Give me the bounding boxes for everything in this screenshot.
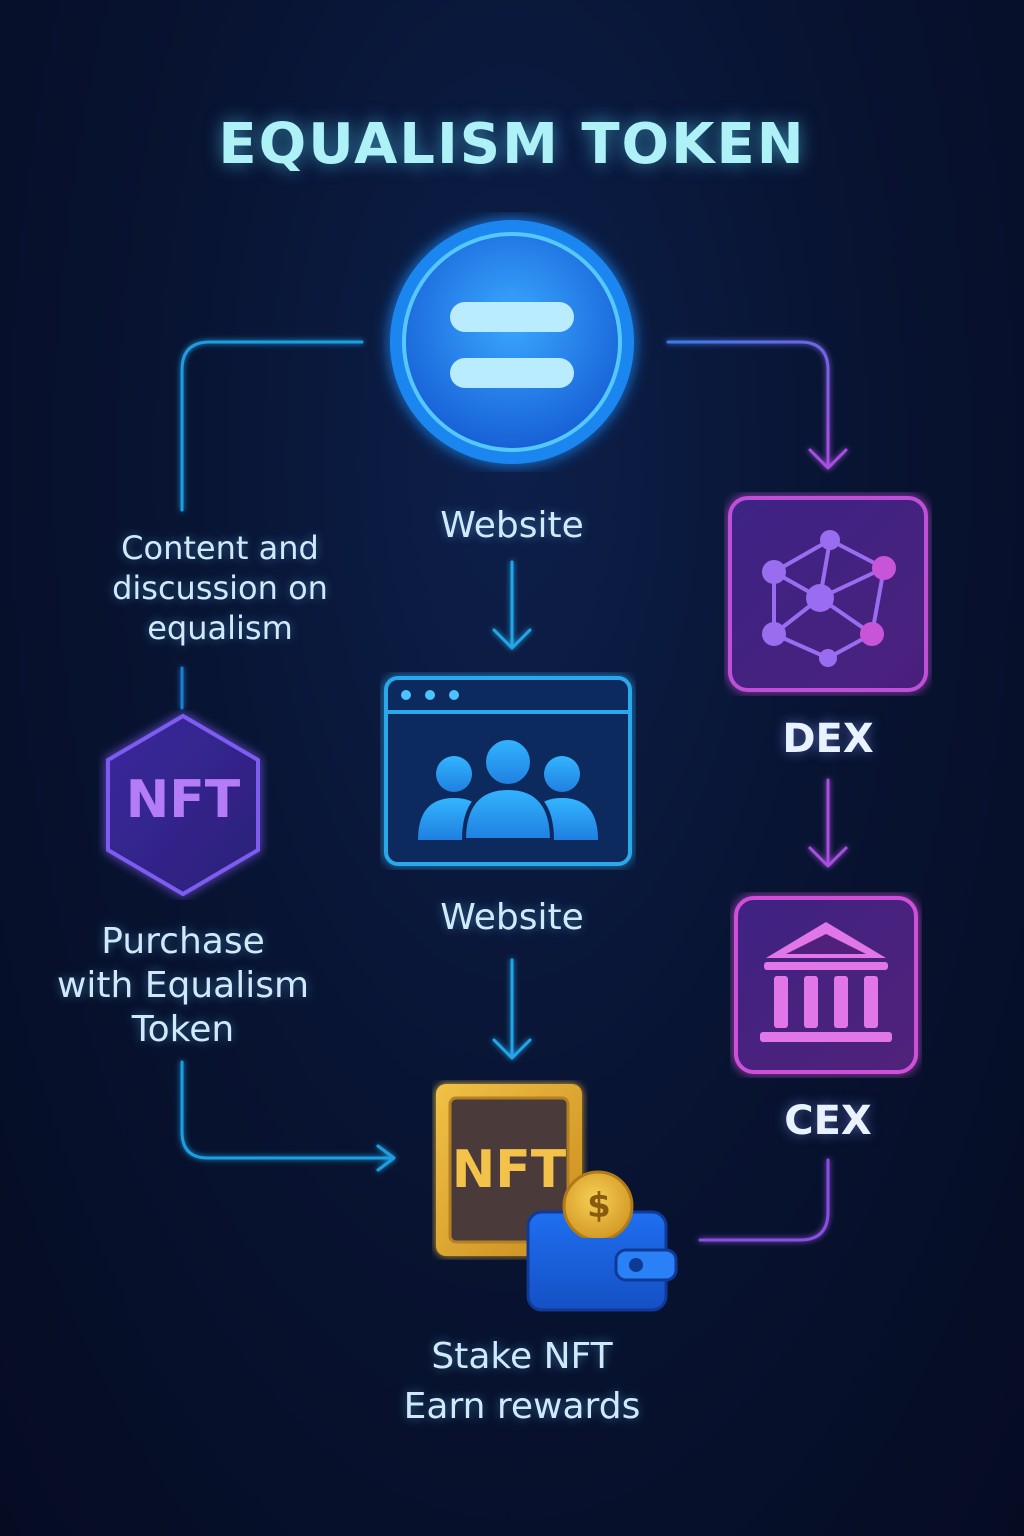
connector-token-left [180,340,364,512]
nft-badge-text: NFT [125,770,241,830]
content-label: Content and discussion on equalism [112,529,328,647]
network-icon [728,496,928,692]
dex-label: DEX [782,716,874,762]
connector-purchase-stake [180,1060,394,1160]
website-label: Website [440,897,584,938]
equals-icon [390,220,634,464]
coin-icon [562,1170,634,1238]
browser-users-icon [384,676,632,866]
stake-nft-text: NFT [451,1140,567,1200]
connector-cex-wallet [698,1158,830,1242]
bank-icon [734,896,918,1074]
arrowhead-stake [492,1038,532,1060]
arrowhead-stake-left [376,1144,396,1172]
coin-symbol: $ [587,1186,611,1226]
arrowhead-cex [808,846,848,868]
arrowhead-website [492,628,532,650]
token-label: Website [440,505,584,546]
cex-label: CEX [784,1098,872,1144]
purchase-label: Purchase with Equalism Token [56,921,310,1050]
connector-token-dex [666,340,830,468]
diagram-title: EQUALISM TOKEN [218,112,806,177]
arrowhead-dex [808,448,848,470]
stake-label: Stake NFT Earn rewards [403,1336,641,1427]
nft-hexagon-icon [106,713,260,897]
